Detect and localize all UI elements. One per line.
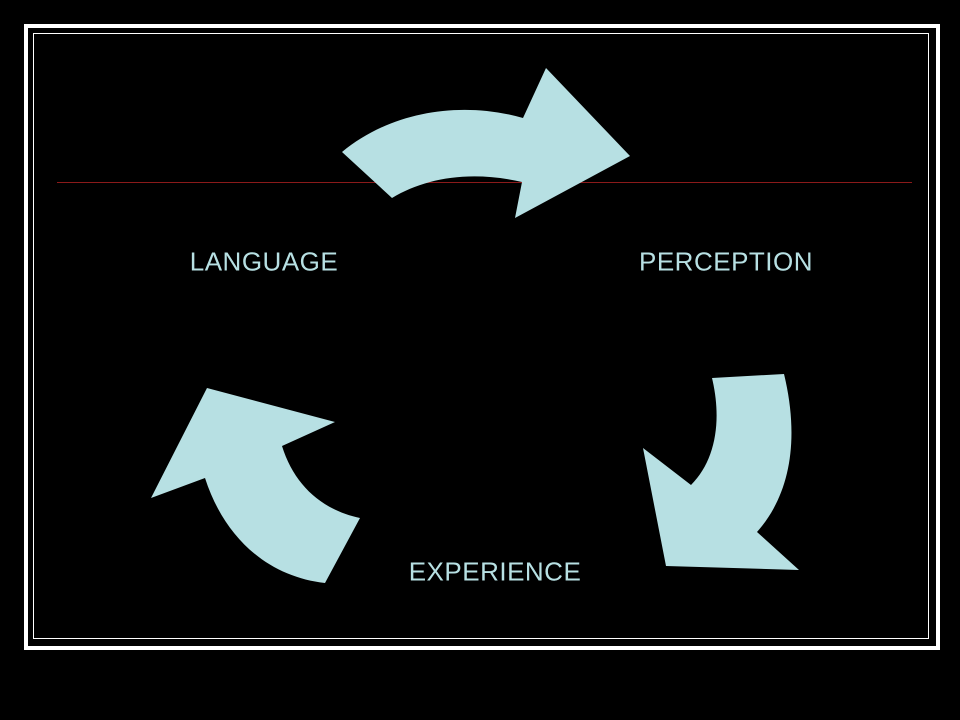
curved-arrow-down-icon — [643, 374, 799, 570]
node-label-perception: PERCEPTION — [638, 246, 814, 277]
slide-frame-outer — [24, 24, 940, 650]
curved-arrow-right-icon — [342, 68, 630, 218]
node-label-experience: EXPERIENCE — [408, 556, 582, 587]
curved-arrow-up-icon — [151, 388, 360, 583]
node-label-language: LANGUAGE — [189, 246, 339, 277]
slide-frame-inner — [33, 33, 929, 639]
accent-line — [57, 182, 912, 183]
